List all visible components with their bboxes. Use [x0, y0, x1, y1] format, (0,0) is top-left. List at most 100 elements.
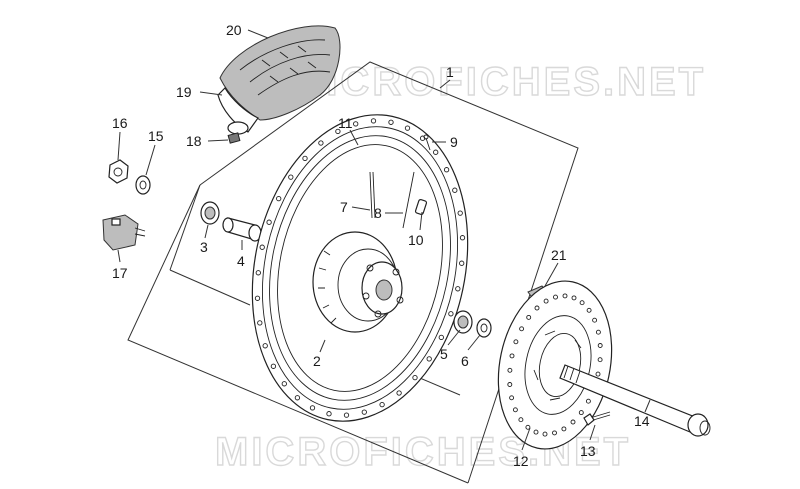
hole: [361, 409, 367, 415]
hole: [553, 294, 558, 300]
spacer-part: [222, 217, 262, 242]
callout-8: 8: [374, 205, 382, 221]
hole: [262, 343, 268, 349]
callout-20: 20: [226, 22, 242, 38]
brake-disc-part: [497, 280, 613, 450]
disc-bolt-part: [583, 411, 611, 426]
hole: [266, 219, 272, 225]
hole: [509, 353, 515, 359]
hole: [507, 367, 513, 373]
callout-2: 2: [313, 353, 321, 369]
callout-21: 21: [551, 247, 567, 263]
hole: [270, 363, 277, 369]
hole: [562, 293, 568, 299]
hole: [452, 187, 458, 193]
hole: [533, 429, 539, 435]
inner-tube-part: [217, 87, 259, 144]
hole: [570, 419, 576, 425]
hole: [578, 410, 584, 416]
hole: [597, 343, 603, 348]
hole: [318, 140, 324, 146]
hole: [294, 395, 301, 401]
callout-10: 10: [408, 232, 424, 248]
hole: [281, 381, 287, 387]
hole: [592, 317, 598, 323]
callout-16: 16: [112, 115, 128, 131]
rim-holes: [254, 118, 466, 418]
hole: [438, 334, 444, 341]
callout-7: 7: [340, 199, 348, 215]
hole: [309, 405, 316, 411]
hole: [254, 295, 261, 301]
callout-17: 17: [112, 265, 128, 281]
hole: [459, 235, 466, 241]
callout-6: 6: [461, 353, 469, 369]
axle-part: [559, 364, 711, 437]
hole: [519, 326, 525, 332]
spoke-parts: [369, 171, 415, 229]
hole: [561, 426, 567, 432]
hole: [597, 357, 603, 363]
callout-3: 3: [200, 239, 208, 255]
callout-5: 5: [440, 346, 448, 362]
watermark-top: MICROFICHES.NET: [290, 60, 706, 104]
hole: [443, 167, 450, 173]
callout-4: 4: [237, 253, 245, 269]
callout-12: 12: [513, 453, 529, 469]
hole: [534, 305, 540, 311]
hole: [513, 339, 519, 345]
hole: [595, 371, 601, 377]
callout-9: 9: [450, 134, 458, 150]
hole: [526, 314, 532, 320]
disc-holes: [507, 293, 603, 437]
callout-18: 18: [186, 133, 202, 149]
hole: [370, 118, 377, 124]
leader-lines: [117, 29, 651, 451]
hole: [543, 298, 549, 304]
hole: [579, 300, 585, 306]
hole: [276, 195, 282, 202]
callout-19: 19: [176, 84, 192, 100]
hole: [525, 424, 531, 430]
small-screw-part: [423, 134, 431, 151]
speedo-drive-part: [102, 214, 146, 251]
wheel-hub-part: [312, 231, 404, 333]
hole: [542, 431, 548, 437]
bearing-left-part: [200, 201, 220, 225]
hole: [412, 374, 418, 381]
nut-part: [108, 159, 129, 184]
tire-part: [219, 25, 341, 121]
hole: [259, 244, 265, 250]
hole: [379, 401, 385, 408]
hole: [448, 311, 454, 317]
callouts: 20 19 18 16 15 17 3 4 1 11 7 8 9 10 2 5 …: [112, 22, 650, 469]
hole: [586, 307, 592, 313]
hole: [595, 329, 601, 335]
hole: [288, 174, 294, 180]
hole: [353, 121, 359, 127]
seal-part: [476, 318, 492, 338]
hole: [512, 407, 518, 413]
hole: [585, 398, 591, 404]
hole: [257, 320, 263, 326]
hole: [509, 395, 515, 401]
callout-14: 14: [634, 413, 650, 429]
washer-part: [135, 175, 151, 195]
hole: [426, 356, 432, 362]
callout-13: 13: [580, 443, 596, 459]
callout-15: 15: [148, 128, 164, 144]
hole: [302, 155, 308, 162]
callout-1: 1: [446, 64, 454, 80]
hole: [255, 270, 261, 276]
hole: [343, 412, 350, 418]
hole: [335, 128, 341, 135]
hole: [396, 390, 402, 396]
hole: [404, 125, 411, 131]
hole: [571, 295, 577, 301]
hole: [507, 382, 513, 387]
hole: [326, 411, 332, 417]
callout-11: 11: [338, 115, 353, 131]
hole: [455, 286, 461, 292]
hole: [459, 260, 465, 266]
